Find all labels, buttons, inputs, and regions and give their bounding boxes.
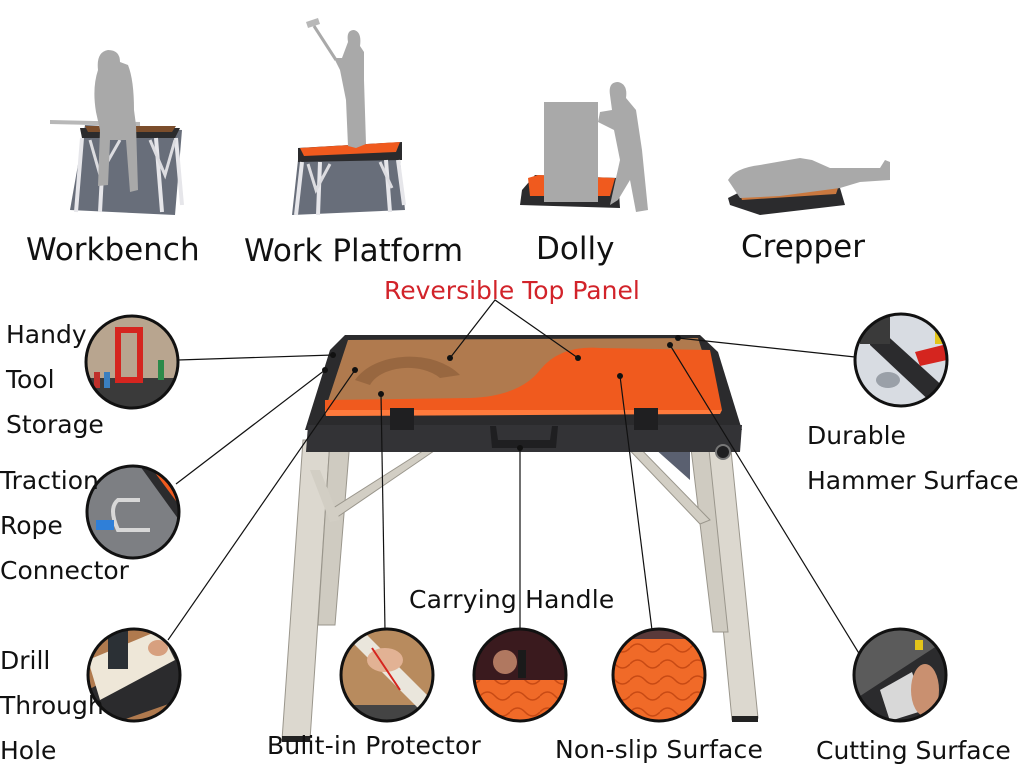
feature-non-slip-surface: Non-slip Surface [555, 735, 764, 764]
feature-line: Connector [0, 556, 129, 585]
feature-line: Rope [0, 511, 63, 540]
reversible-top-panel-label: Reversible Top Panel [384, 276, 640, 305]
feature-line: Tool [6, 365, 55, 394]
feature-line: Traction [0, 466, 99, 495]
dolly-illustration [520, 82, 648, 212]
mode-label-dolly: Dolly [536, 231, 615, 267]
feature-line: Hole [0, 736, 57, 765]
hammer-surface-detail-photo [853, 312, 949, 408]
feature-carrying-handle: Carrying Handle [409, 585, 615, 614]
feature-cutting-surface: Cutting Surface [816, 728, 1011, 773]
feature-built-in-protector: Bulit-in Protector [267, 731, 482, 760]
feature-durable-hammer-surface: Durable Hammer Surface [807, 413, 1019, 503]
feature-traction-rope-connector: Traction Rope Connector [0, 458, 129, 593]
leader-dots [322, 335, 681, 451]
feature-line: Through [0, 691, 104, 720]
feature-line: Cutting Surface [816, 736, 1011, 765]
workbench-illustration [50, 50, 184, 215]
carrying-handle-detail-photo [472, 627, 568, 723]
feature-line: Hammer Surface [807, 466, 1019, 495]
feature-line: Storage [6, 410, 104, 439]
work-platform-illustration [292, 18, 406, 216]
mode-label-work-platform: Work Platform [244, 233, 464, 269]
crepper-illustration [728, 158, 890, 215]
feature-line: Durable [807, 421, 906, 450]
feature-drill-through-hole: Drill Through Hole [0, 638, 104, 773]
feature-handy-tool-storage: Handy Tool Storage [6, 312, 104, 447]
mode-label-crepper: Crepper [741, 229, 865, 265]
non-slip-surface-detail-photo [611, 627, 707, 723]
protector-detail-photo [339, 627, 435, 723]
feature-line: Drill [0, 646, 51, 675]
leader-lines [167, 299, 861, 656]
drill-hole-detail-photo [86, 627, 182, 723]
main-table-illustration [281, 335, 759, 742]
feature-line: Handy [6, 320, 87, 349]
rope-connector-detail-photo [85, 464, 181, 560]
mode-label-workbench: Workbench [26, 232, 200, 268]
cutting-surface-detail-photo [852, 627, 948, 723]
